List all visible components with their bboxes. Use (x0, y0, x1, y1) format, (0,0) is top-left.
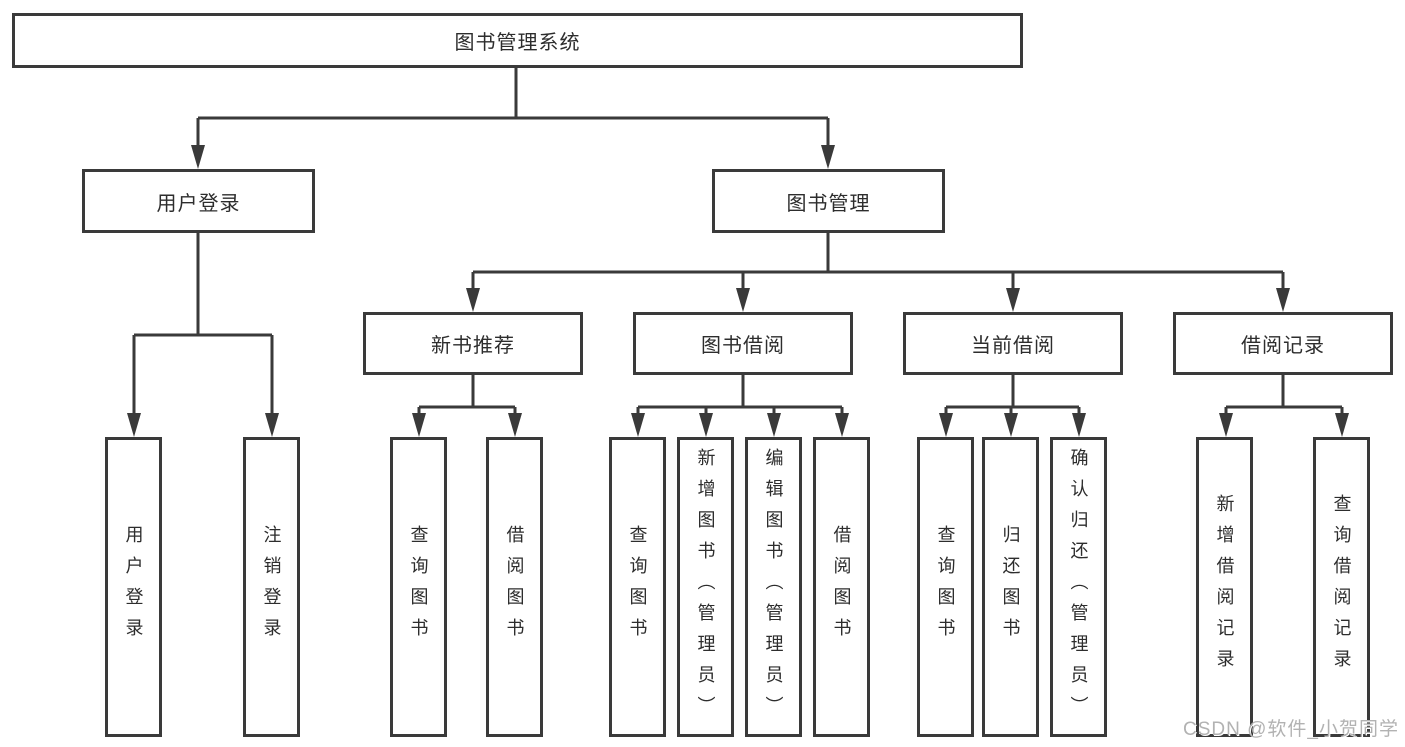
leaf-user-login-label: 用户登录 (123, 525, 144, 649)
connector-current-borrow-to-leaves (944, 375, 1081, 415)
connector-root-to-tier2 (196, 68, 830, 147)
leaf-newbooks-query-books: 查询图书 (390, 437, 447, 737)
leaf-newbooks-query-books-label: 查询图书 (408, 525, 429, 649)
connector-user-login-to-leaves (132, 233, 274, 415)
node-borrowing-records-label: 借阅记录 (1241, 335, 1325, 357)
node-book-management-label: 图书管理 (786, 192, 871, 215)
leaf-newbooks-borrow-books: 借阅图书 (486, 437, 543, 737)
leaf-borrowing-edit-books-admin: 编辑图书（管理员） (745, 437, 802, 737)
leaf-borrowing-borrow-books-label: 借阅图书 (831, 525, 852, 649)
node-root: 图书管理系统 (12, 13, 1023, 68)
node-book-borrowing: 图书借阅 (633, 312, 853, 375)
leaf-logout-label: 注销登录 (261, 525, 282, 649)
connector-borrow-records-to-leaves (1224, 375, 1344, 415)
connector-new-books-to-leaves (417, 375, 517, 415)
node-new-book-recommend: 新书推荐 (363, 312, 583, 375)
arrowheads (127, 145, 1349, 437)
leaf-records-add-borrow-record-label: 新增借阅记录 (1214, 494, 1235, 680)
node-root-label: 图书管理系统 (454, 32, 581, 54)
node-user-login-label: 用户登录 (156, 192, 241, 215)
node-new-book-recommend-label: 新书推荐 (431, 335, 515, 357)
leaf-current-return-books-label: 归还图书 (1000, 525, 1021, 649)
leaf-borrowing-borrow-books: 借阅图书 (813, 437, 870, 737)
node-current-borrowing: 当前借阅 (903, 312, 1123, 375)
watermark-text: CSDN @软件_小贺同学 (1183, 719, 1399, 740)
connector-book-borrow-to-leaves (636, 375, 844, 415)
leaf-current-query-books: 查询图书 (917, 437, 974, 737)
leaf-current-confirm-return-admin-label: 确认归还（管理员） (1068, 447, 1089, 727)
leaf-borrowing-add-books-admin: 新增图书（管理员） (677, 437, 734, 737)
leaf-records-query-borrow-record: 查询借阅记录 (1313, 437, 1370, 737)
node-borrowing-records: 借阅记录 (1173, 312, 1393, 375)
leaf-logout: 注销登录 (243, 437, 300, 737)
leaf-user-login: 用户登录 (105, 437, 162, 737)
leaf-current-return-books: 归还图书 (982, 437, 1039, 737)
leaf-records-query-borrow-record-label: 查询借阅记录 (1331, 494, 1352, 680)
leaf-current-query-books-label: 查询图书 (935, 525, 956, 649)
node-book-borrowing-label: 图书借阅 (701, 335, 785, 357)
leaf-records-add-borrow-record: 新增借阅记录 (1196, 437, 1253, 737)
node-user-login: 用户登录 (82, 169, 315, 233)
leaf-current-confirm-return-admin: 确认归还（管理员） (1050, 437, 1107, 737)
leaf-newbooks-borrow-books-label: 借阅图书 (504, 525, 525, 649)
leaf-borrowing-query-books: 查询图书 (609, 437, 666, 737)
node-current-borrowing-label: 当前借阅 (971, 335, 1055, 357)
leaf-borrowing-add-books-admin-label: 新增图书（管理员） (695, 447, 716, 727)
connector-book-mgmt-to-tier3 (471, 233, 1285, 290)
leaf-borrowing-edit-books-admin-label: 编辑图书（管理员） (763, 447, 784, 727)
node-book-management: 图书管理 (712, 169, 945, 233)
leaf-borrowing-query-books-label: 查询图书 (627, 525, 648, 649)
